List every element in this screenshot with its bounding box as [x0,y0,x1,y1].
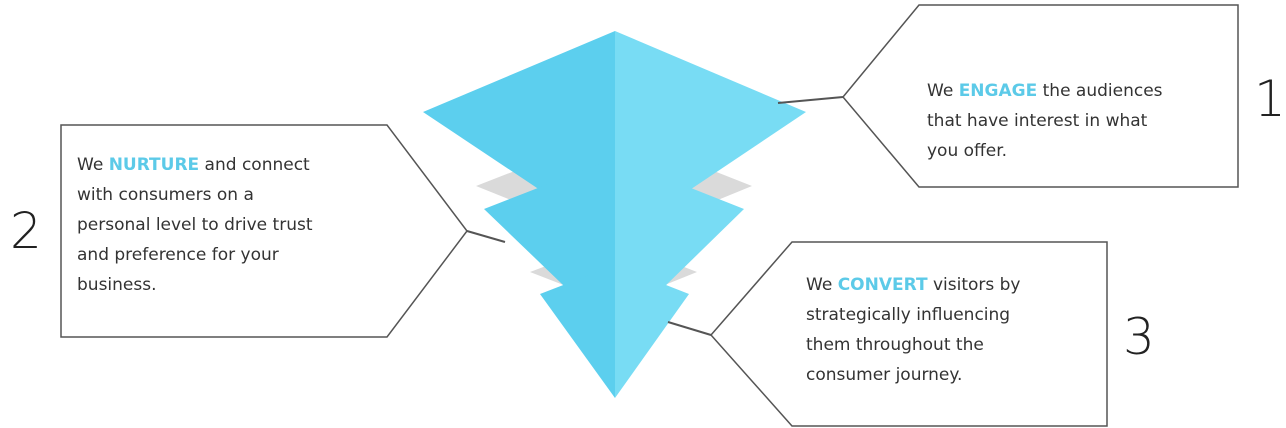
step-number-3: 3 [1123,308,1155,366]
keyword-nurture: NURTURE [108,155,200,175]
callout-text-2: We NURTURE and connect with consumers on… [77,155,313,295]
connector-line-2 [466,230,506,243]
funnel-tier-3-left [540,265,615,398]
connector-line-1 [777,96,844,104]
connector-line-3 [667,321,712,336]
keyword-engage: ENGAGE [958,81,1038,101]
callout-box-2 [60,124,468,338]
callout-box-3 [710,241,1108,427]
funnel-tier-3-right [615,265,689,398]
callout-box-1 [842,4,1239,188]
callout-text-1: We ENGAGE the audiences that have intere… [927,81,1163,161]
step-number-2: 2 [10,202,42,260]
callout-text-3: We CONVERT visitors by strategically inf… [806,275,1021,385]
step-number-1: 1 [1254,70,1286,128]
keyword-convert: CONVERT [837,275,928,295]
